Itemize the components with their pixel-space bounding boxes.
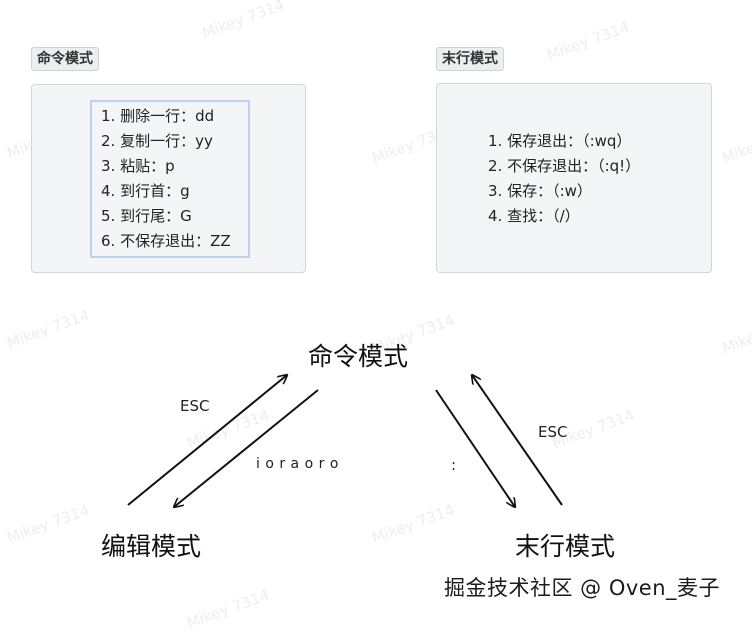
list-item: 4. 到行首：g	[101, 182, 190, 200]
lastline-mode-panel: 1. 保存退出：（:wq） 2. 不保存退出：（:q!） 3. 保存：（:w） …	[436, 83, 712, 273]
list-item: 3. 保存：（:w）	[488, 182, 592, 200]
edge-label-esc-right: ESC	[538, 423, 568, 441]
node-lastline-mode: 末行模式	[515, 532, 616, 561]
list-item: 2. 不保存退出：（:q!）	[488, 157, 641, 175]
node-command-mode: 命令模式	[308, 342, 409, 371]
node-edit-mode: 编辑模式	[101, 532, 202, 561]
edge-label-insert-keys: i o r a o r o	[256, 456, 339, 472]
command-mode-title: 命令模式	[31, 47, 99, 71]
edge-label-esc-left: ESC	[180, 397, 210, 415]
command-mode-list[interactable]: 1. 删除一行：dd 2. 复制一行：yy 3. 粘贴：p 4. 到行首：g 5…	[90, 100, 250, 258]
lastline-mode-list: 1. 保存退出：（:wq） 2. 不保存退出：（:q!） 3. 保存：（:w） …	[488, 129, 640, 229]
source-credit: 掘金技术社区 @ Oven_麦子	[444, 576, 721, 600]
lastline-mode-title: 末行模式	[436, 47, 504, 71]
list-item: 1. 保存退出：（:wq）	[488, 132, 632, 150]
list-item: 1. 删除一行：dd	[101, 107, 215, 125]
arrow-edit-to-command	[127, 375, 287, 506]
command-mode-panel: 1. 删除一行：dd 2. 复制一行：yy 3. 粘贴：p 4. 到行首：g 5…	[31, 84, 306, 273]
arrow-command-to-edit	[174, 389, 319, 507]
edge-label-colon: :	[451, 456, 457, 474]
list-item: 5. 到行尾：G	[101, 207, 192, 225]
list-item: 3. 粘贴：p	[101, 157, 175, 175]
arrow-command-to-lastline	[435, 389, 515, 507]
list-item: 6. 不保存退出：ZZ	[101, 232, 231, 250]
arrow-lastline-to-command	[472, 375, 563, 506]
mode-transition-arrows	[127, 0, 563, 618]
list-item: 2. 复制一行：yy	[101, 132, 213, 150]
list-item: 4. 查找：（/）	[488, 207, 580, 225]
